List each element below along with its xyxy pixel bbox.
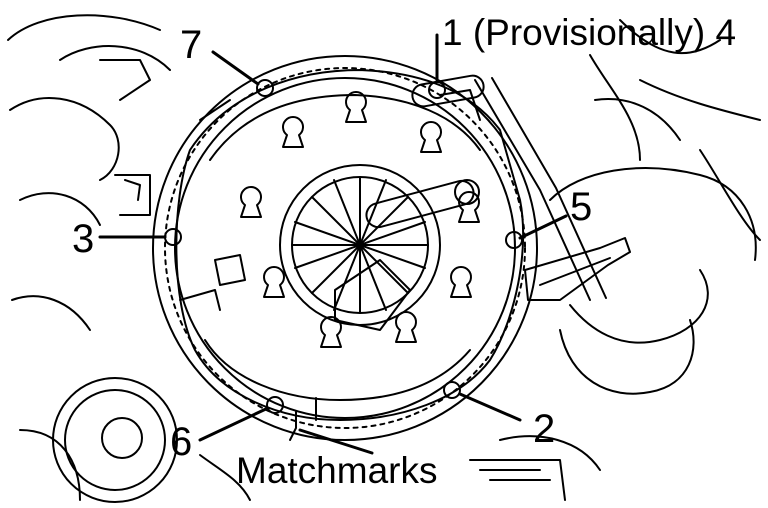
label-bolt-2: 2 — [533, 407, 555, 451]
bolt-5 — [505, 231, 523, 249]
label-bolt-5: 5 — [570, 185, 592, 229]
alignment-tool — [334, 179, 480, 331]
bolt-2 — [443, 381, 461, 399]
engine-background-lines — [7, 14, 761, 501]
label-matchmarks: Matchmarks — [236, 450, 437, 491]
bolt-7 — [256, 79, 274, 97]
label-bolt-3: 3 — [72, 217, 94, 261]
label-bolt-6: 6 — [170, 420, 192, 464]
bolt-1-4 — [428, 81, 446, 99]
leader-lines — [98, 33, 568, 455]
torque-wrench — [411, 74, 757, 395]
label-bolt-1-4: 1 (Provisionally) 4 — [442, 12, 736, 53]
diaphragm-spring — [279, 164, 441, 326]
matchmarks-marker — [289, 397, 317, 441]
bolt-6 — [266, 396, 284, 414]
bolt-3 — [164, 228, 182, 246]
pulley — [52, 377, 178, 503]
flywheel — [152, 55, 538, 441]
clutch-cover — [175, 69, 525, 421]
bolt-heads — [164, 79, 523, 414]
cover-tabs — [240, 91, 480, 348]
label-bolt-7: 7 — [180, 23, 202, 67]
